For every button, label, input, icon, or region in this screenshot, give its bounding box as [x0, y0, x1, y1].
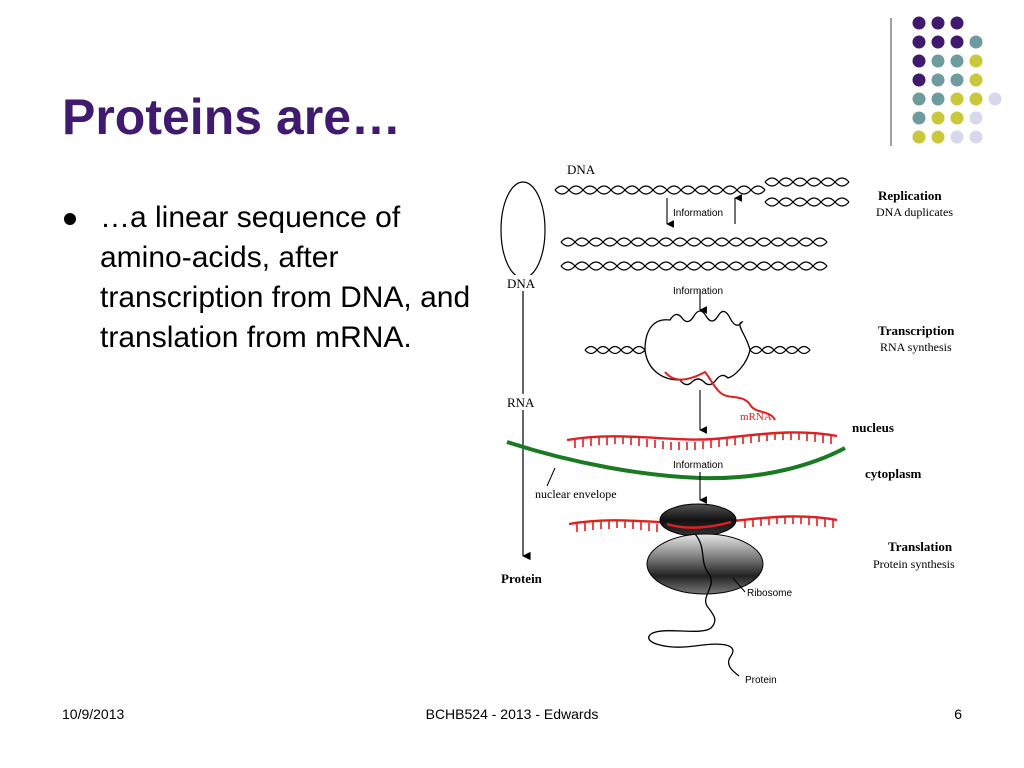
protein-chain	[648, 533, 740, 677]
footer-page-number: 6	[954, 706, 962, 722]
replication-subtitle: DNA duplicates	[876, 205, 953, 219]
ribosome-label: Ribosome	[747, 588, 792, 599]
slide-title: Proteins are…	[62, 89, 402, 145]
bullet-dot-icon	[64, 213, 76, 225]
rna-left-label: RNA	[507, 395, 535, 410]
ribosome-icon	[646, 503, 764, 595]
replication-loop	[500, 181, 546, 279]
dot-grid-group	[912, 16, 1002, 144]
nuclear-envelope-pointer	[546, 467, 556, 487]
dna-top-label: DNA	[567, 162, 596, 177]
transcription-subtitle: RNA synthesis	[880, 340, 952, 354]
bullet-text: …a linear sequence of amino-acids, after…	[100, 201, 471, 354]
information-label-1: Information	[673, 208, 723, 219]
transcription-title: Transcription	[878, 323, 955, 338]
dna-helices-replication: DNA	[554, 162, 850, 271]
mrna-label: mRNA	[740, 411, 772, 423]
left-pathway: DNA RNA Protein	[500, 181, 546, 586]
cytoplasm-label: cytoplasm	[865, 466, 922, 481]
information-label-3: Information	[673, 460, 723, 471]
footer-course: BCHB524 - 2013 - Edwards	[425, 706, 599, 722]
translation-subtitle: Protein synthesis	[873, 557, 955, 571]
nucleus-label: nucleus	[852, 420, 894, 435]
footer-date: 10/9/2013	[62, 706, 125, 722]
ribosome-pointer	[732, 577, 746, 593]
central-dogma-diagram: DNA RNA Protein DNA Information Replicat…	[500, 162, 955, 686]
mrna-strand-nascent	[664, 370, 776, 421]
information-label-2: Information	[673, 286, 723, 297]
protein-bottom-label: Protein	[745, 675, 777, 686]
protein-left-label: Protein	[501, 571, 543, 586]
mrna-nucleus	[566, 431, 838, 450]
bullet-list: …a linear sequence of amino-acids, after…	[62, 198, 482, 358]
nuclear-envelope-label: nuclear envelope	[535, 487, 617, 501]
translation-title: Translation	[888, 539, 953, 554]
replication-title: Replication	[878, 188, 942, 203]
decorative-divider-line	[890, 18, 892, 146]
decorative-dot-grid	[912, 16, 1002, 144]
transcription-bubble	[584, 290, 811, 434]
dna-left-label: DNA	[507, 276, 536, 291]
bullet-item: …a linear sequence of amino-acids, after…	[62, 198, 482, 358]
